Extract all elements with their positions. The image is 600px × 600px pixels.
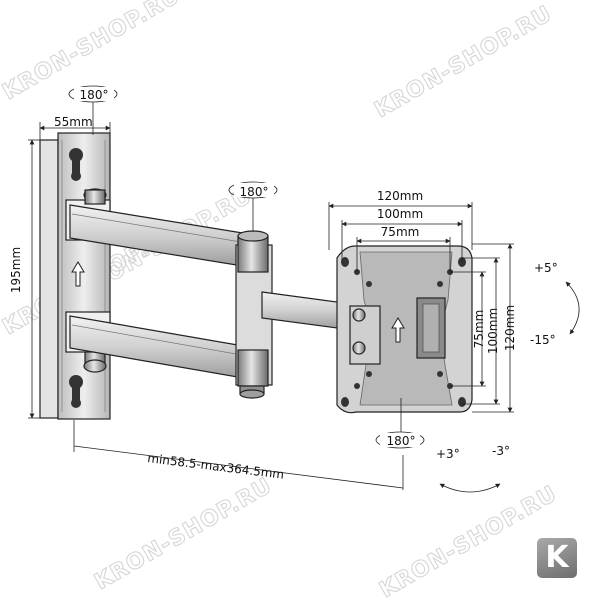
vesa-height-100-label: 100mm — [486, 308, 500, 354]
vesa-width-120-label: 120mm — [377, 189, 423, 203]
up-arrow-icon — [391, 317, 405, 343]
vesa-holes — [341, 257, 466, 407]
watermark-6: KRON-SHOP.RU — [376, 481, 562, 600]
watermark-5: KRON-SHOP.RU — [91, 473, 277, 595]
middle-knuckle — [235, 230, 273, 399]
watermark-2: KRON-SHOP.RU — [371, 1, 557, 123]
vesa-width-75-label: 75mm — [381, 225, 420, 239]
dimension-plate-height: 195mm — [9, 139, 42, 419]
rotation-top: 180° — [68, 85, 118, 135]
swivel-plus-label: +3° — [436, 447, 460, 461]
dimension-vesa-widths: 120mm 100mm 75mm — [328, 189, 473, 272]
rotation-top-label: 180° — [80, 88, 109, 102]
tilt-indicator: +5° -15° — [530, 261, 580, 347]
swivel-indicator: +3° -3° — [436, 444, 510, 493]
rotation-middle: 180° — [228, 181, 278, 232]
dimension-vesa-heights: 75mm 100mm 120mm — [450, 243, 517, 413]
vesa-plate — [336, 245, 473, 414]
swivel-minus-label: -3° — [492, 444, 510, 458]
vesa-width-100-label: 100mm — [377, 207, 423, 221]
logo-badge: K — [537, 538, 577, 578]
tilt-up-label: +5° — [534, 261, 558, 275]
wall-plate — [39, 132, 111, 420]
rotation-bottom: 180° — [375, 398, 425, 449]
keyhole-bottom — [69, 375, 83, 408]
plate-width-label: 55mm — [54, 115, 93, 129]
plate-height-label: 195mm — [9, 247, 23, 293]
dimension-extension: min58.5-max364.5mm — [73, 420, 404, 490]
up-arrow-icon — [71, 261, 85, 287]
extension-label: min58.5-max364.5mm — [147, 451, 285, 482]
rotation-bottom-label: 180° — [387, 434, 416, 448]
dimension-plate-width: 55mm — [39, 115, 111, 145]
tilt-block — [349, 305, 381, 365]
keyhole-top — [69, 148, 83, 181]
rotation-middle-label: 180° — [240, 185, 269, 199]
vesa-height-120-label: 120mm — [503, 305, 517, 351]
vesa-height-75-label: 75mm — [472, 310, 486, 349]
tilt-down-label: -15° — [530, 333, 556, 347]
